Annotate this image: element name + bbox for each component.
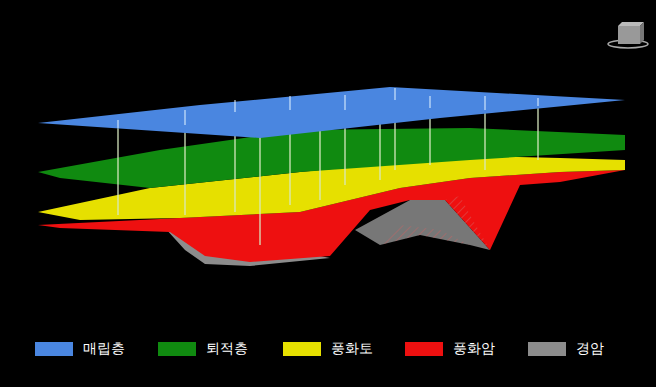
legend-item: 매립층 <box>35 340 125 358</box>
legend-text: 경암 <box>576 340 604 358</box>
legend-swatch <box>283 342 321 356</box>
legend-swatch <box>158 342 196 356</box>
legend-text: 풍화토 <box>331 340 373 358</box>
view-cube-icon <box>608 22 648 48</box>
weathered-rock <box>445 196 490 250</box>
hard-rock <box>380 225 470 245</box>
legend-item: 경암 <box>528 340 604 358</box>
legend-item: 풍화암 <box>405 340 495 358</box>
legend-swatch <box>405 342 443 356</box>
legend-text: 매립층 <box>83 340 125 358</box>
borehole-tops <box>118 88 538 128</box>
sediment-layer <box>38 128 625 188</box>
legend-swatch <box>35 342 73 356</box>
legend-text: 풍화암 <box>453 340 495 358</box>
legend-text: 퇴적층 <box>206 340 248 358</box>
fill-layer <box>38 87 625 138</box>
legend-item: 풍화토 <box>283 340 373 358</box>
legend-item: 퇴적층 <box>158 340 248 358</box>
legend-swatch <box>528 342 566 356</box>
